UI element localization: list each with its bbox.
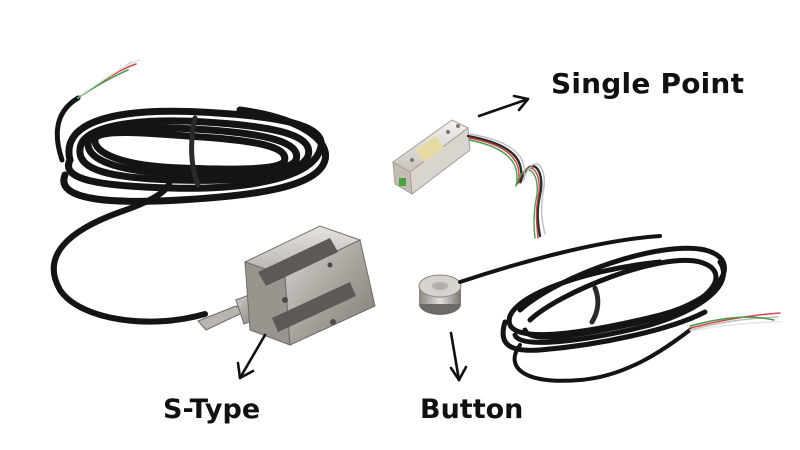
button-label: Button (420, 394, 524, 425)
s-type-cable (50, 95, 329, 325)
single-point-label: Single Point (551, 67, 745, 100)
s-type-wire-ends (77, 59, 141, 99)
button-load-cell (418, 274, 462, 315)
single-point-load-cell (392, 119, 471, 195)
arrow-icon (236, 333, 267, 380)
arrow-icon (477, 94, 530, 118)
s-type-load-cell (197, 225, 376, 346)
s-type-label: S-Type (163, 394, 261, 425)
button-cable (458, 234, 727, 383)
button-wire-ends (689, 312, 783, 332)
arrow-icon (449, 331, 468, 382)
single-point-wires (466, 133, 546, 239)
